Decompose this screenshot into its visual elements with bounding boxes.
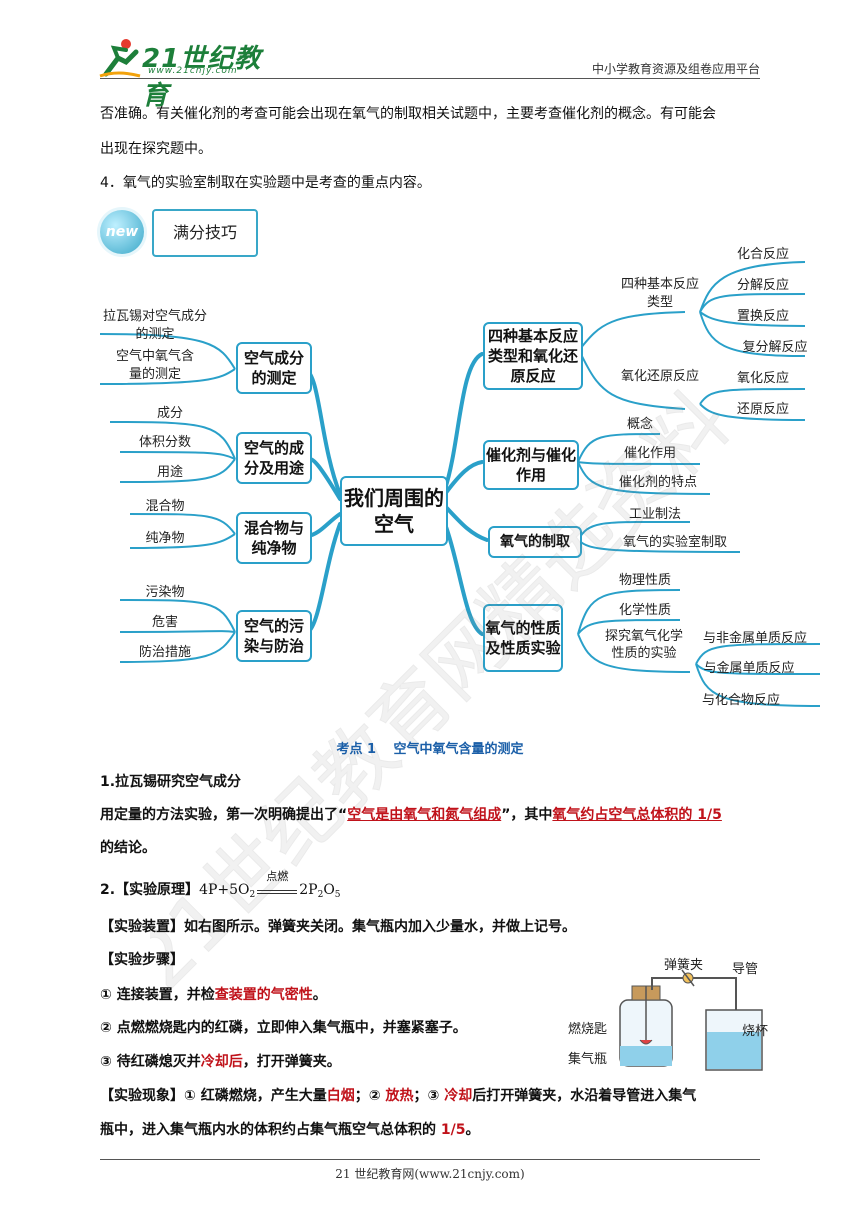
section-title: 考点 1 空气中氧气含量的测定 <box>336 742 524 757</box>
leaf-mixture: 混合物 <box>145 499 185 514</box>
leaf-oxidation: 氧化反应 <box>736 371 789 386</box>
phenomenon-line-2: 瓶中，进入集气瓶内水的体积约占集气瓶空气总体积的 1/5。 <box>100 1122 480 1138</box>
leaf-pure: 纯净物 <box>145 531 185 546</box>
leaf-nonmetal: 与非金属单质反应 <box>702 631 807 646</box>
label-clip: 弹簧夹 <box>664 958 704 973</box>
leaf-displacement: 置换反应 <box>736 309 789 324</box>
leaf-compound: 与化合物反应 <box>701 693 780 708</box>
leaf-lab-prep: 氧气的实验室制取 <box>622 535 727 550</box>
leaf-use: 用途 <box>156 465 183 480</box>
label-explore-experiment: 探究氧气化学性质的实验 <box>604 629 683 661</box>
leaf-lavoisier: 拉瓦锡对空气成分的测定 <box>102 309 207 342</box>
label-bottle: 集气瓶 <box>568 1052 608 1067</box>
leaf-concept: 概念 <box>626 417 653 432</box>
label-four-reactions: 四种基本反应类型 <box>620 277 699 310</box>
leaf-chemical: 化学性质 <box>618 603 671 618</box>
label-spoon: 燃烧匙 <box>568 1022 608 1037</box>
leaf-pollutant: 污染物 <box>145 585 185 600</box>
leaf-volume-fraction: 体积分数 <box>138 435 191 450</box>
node-mixture-pure: 混合物与纯净物 <box>236 512 312 564</box>
label-beaker: 烧杯 <box>742 1024 769 1039</box>
node-air-composition: 空气的成分及用途 <box>236 432 312 484</box>
node-air-measurement: 空气成分的测定 <box>236 342 312 394</box>
steps-title: 【实验步骤】 <box>100 952 184 968</box>
condition-label: 点燃 <box>266 870 289 883</box>
intro-line-1: 否准确。有关催化剂的考查可能会出现在氧气的制取相关试题中，主要考查催化剂的概念。… <box>100 106 716 122</box>
node-reaction-types: 四种基本反应类型和氧化还原反应 <box>483 322 583 390</box>
footer-text: 21 世纪教育网(www.21cnjy.com) <box>335 1167 525 1181</box>
leaf-combination: 化合反应 <box>736 247 789 262</box>
phenomenon-line-1: 【实验现象】① 红磷燃烧，产生大量白烟；② 放热；③ 冷却后打开弹簧夹，水沿着导… <box>100 1088 697 1104</box>
center-node: 我们周围的空气 <box>340 476 448 546</box>
node-oxygen-properties: 氧气的性质及性质实验 <box>483 604 563 672</box>
footer-divider <box>100 1159 760 1160</box>
tips-label: 满分技巧 <box>152 209 258 257</box>
node-air-pollution: 空气的污染与防治 <box>236 610 312 662</box>
mind-map: 我们周围的空气 空气成分的测定 空气的成分及用途 混合物与纯净物 空气的污染与防… <box>100 244 820 724</box>
leaf-decomposition: 分解反应 <box>736 278 789 293</box>
leaf-reduction: 还原反应 <box>736 402 789 417</box>
logo-url: www.21cnjy.com <box>148 66 238 76</box>
logo-text: 21世纪教育 <box>142 44 262 111</box>
node-oxygen-prep: 氧气的制取 <box>488 526 582 558</box>
intro-line-2: 出现在探究题中。 <box>100 141 212 157</box>
paragraph-conclusion: 的结论。 <box>100 840 156 856</box>
site-logo: 21世纪教育 www.21cnjy.com <box>96 36 266 111</box>
leaf-catalysis: 催化作用 <box>623 446 676 461</box>
leaf-physical: 物理性质 <box>618 573 671 588</box>
apparatus-line: 【实验装置】如右图所示。弹簧夹关闭。集气瓶内加入少量水，并做上记号。 <box>100 919 576 935</box>
mind-map-branches <box>100 261 820 707</box>
header-divider <box>100 78 760 79</box>
leaf-catalyst-features: 催化剂的特点 <box>618 475 697 490</box>
runner-icon <box>99 39 141 78</box>
platform-name: 中小学教育资源及组卷应用平台 <box>591 62 760 76</box>
apparatus-figure: 弹簧夹 导管 燃烧匙 集气瓶 烧杯 <box>560 948 780 1078</box>
leaf-composition: 成分 <box>156 406 183 421</box>
heading-lavoisier: 1.拉瓦锡研究空气成分 <box>100 774 242 790</box>
leaf-harm: 危害 <box>151 615 178 630</box>
leaf-metal: 与金属单质反应 <box>703 661 795 676</box>
leaf-oxygen-content: 空气中氧气含量的测定 <box>115 349 194 382</box>
label-tube: 导管 <box>732 962 759 977</box>
new-icon: new <box>100 210 144 254</box>
leaf-double-decomposition: 复分解反应 <box>742 340 808 355</box>
step-2: ② 点燃燃烧匙内的红磷，立即伸入集气瓶中，并塞紧塞子。 <box>100 1020 467 1036</box>
paragraph-lavoisier: 用定量的方法实验，第一次明确提出了“空气是由氧气和氮气组成”，其中氧气约占空气总… <box>100 807 722 823</box>
step-1: ① 连接装置，并检查装置的气密性。 <box>100 987 327 1003</box>
step-3: ③ 待红磷熄灭并冷却后，打开弹簧夹。 <box>100 1054 341 1070</box>
leaf-industrial: 工业制法 <box>628 507 681 522</box>
label-redox: 氧化还原反应 <box>620 369 699 384</box>
node-catalyst: 催化剂与催化作用 <box>483 440 579 490</box>
leaf-prevention: 防治措施 <box>138 645 191 660</box>
intro-line-3: 4．氧气的实验室制取在实验题中是考查的重点内容。 <box>100 175 431 191</box>
apparatus-diagram <box>619 969 763 1071</box>
tips-badge: new 满分技巧 <box>100 206 260 258</box>
